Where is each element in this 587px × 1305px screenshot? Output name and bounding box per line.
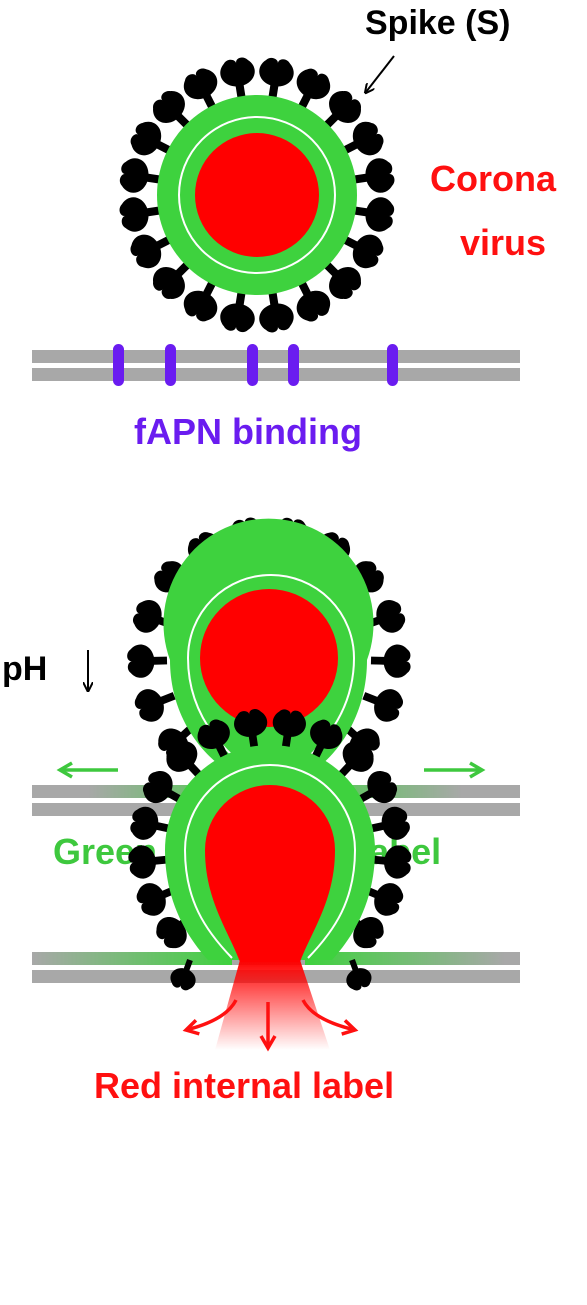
- receptor: [387, 344, 398, 386]
- core: [205, 785, 335, 962]
- receptor: [113, 344, 124, 386]
- spike: [134, 689, 176, 722]
- core: [200, 589, 338, 727]
- spike: [220, 57, 255, 100]
- spike: [337, 741, 374, 779]
- receptor: [288, 344, 299, 386]
- fused-spikes: [170, 958, 372, 991]
- panel-binding: Spike (S) Corona virus fAPN binding: [32, 4, 557, 452]
- spikes: [119, 57, 395, 333]
- red-release-arrows: [182, 999, 359, 1052]
- red-content-release: [215, 960, 330, 1050]
- spike: [130, 234, 173, 269]
- spike: [259, 57, 294, 100]
- spike: [153, 260, 192, 299]
- spikes: [128, 709, 412, 949]
- spike: [259, 290, 294, 333]
- spike: [322, 91, 361, 130]
- corona-label-line1: Corona: [430, 158, 557, 199]
- spike: [183, 279, 218, 322]
- spike: [296, 68, 331, 111]
- inner-membrane-line: [178, 116, 336, 274]
- spike: [322, 260, 361, 299]
- corona-label-line2: virus: [460, 222, 546, 263]
- spike: [272, 709, 306, 750]
- spike: [143, 771, 184, 804]
- spike: [364, 599, 406, 633]
- inner-membrane-line: [186, 574, 356, 784]
- fused-spike: [170, 958, 196, 991]
- spike: [370, 644, 411, 678]
- spike: [136, 883, 178, 916]
- core: [195, 133, 319, 257]
- spike: [153, 91, 192, 130]
- spike: [127, 644, 168, 678]
- spike: [341, 234, 384, 269]
- spike: [197, 719, 230, 761]
- spike: [128, 845, 169, 879]
- fapn-receptors: [113, 344, 398, 386]
- fused-spike: [346, 958, 372, 991]
- receptor: [165, 344, 176, 386]
- spike: [352, 197, 395, 232]
- spike: [310, 719, 343, 761]
- spike: [166, 741, 203, 779]
- spike: [296, 279, 331, 322]
- membrane: [32, 350, 520, 381]
- spike: [130, 806, 172, 840]
- spike: [119, 158, 162, 193]
- fapn-label: fAPN binding: [134, 411, 362, 452]
- spike: [119, 197, 162, 232]
- spike: [183, 68, 218, 111]
- red-internal-label: Red internal label: [94, 1065, 394, 1106]
- red-arrow-left: [182, 999, 238, 1036]
- spike: [356, 771, 398, 804]
- spike: [341, 121, 384, 156]
- panel-fusion-pore: Red internal label: [32, 709, 520, 1106]
- spike-label: Spike (S): [365, 4, 510, 42]
- ph-label: pH: [2, 650, 47, 688]
- spike: [220, 290, 255, 333]
- spike: [362, 883, 404, 916]
- inner-membrane-line: [183, 764, 357, 959]
- spike-pointer-arrow: [366, 55, 395, 92]
- spike: [362, 689, 404, 722]
- spike: [130, 121, 173, 156]
- red-arrow-right: [301, 999, 359, 1036]
- spike: [371, 845, 412, 879]
- spike: [234, 709, 268, 750]
- spike: [352, 158, 395, 193]
- spike: [368, 806, 410, 840]
- receptor: [247, 344, 258, 386]
